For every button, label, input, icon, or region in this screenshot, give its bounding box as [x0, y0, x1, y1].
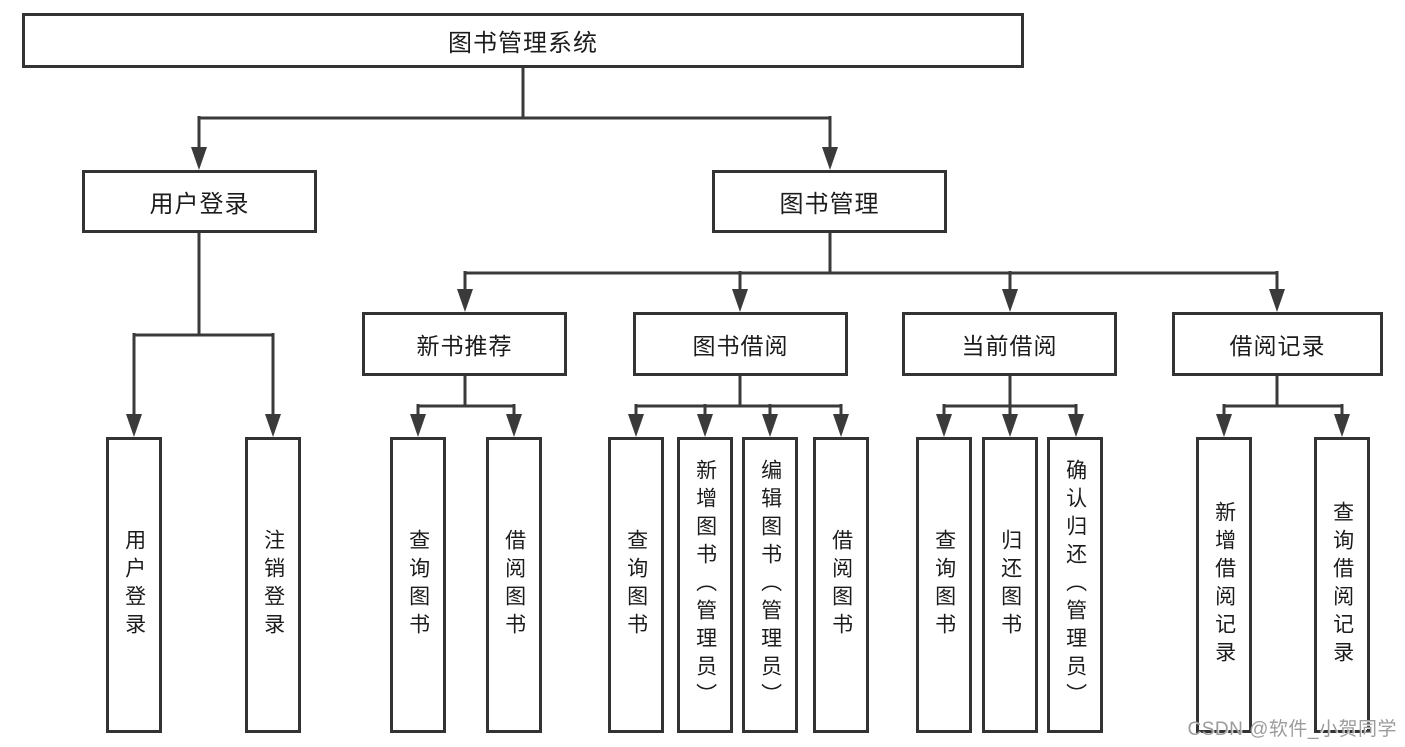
- leaf-query-borrow-record: 查询借阅记录: [1314, 437, 1370, 733]
- leaf-confirm-return-admin: 确认归还（管理员）: [1047, 437, 1103, 733]
- leaf-borrow-books-recommend: 借阅图书: [486, 437, 542, 733]
- node-label: 查询图书: [624, 529, 648, 641]
- arrow-down-icon: [506, 414, 522, 437]
- node-book-management-branch: 图书管理: [712, 170, 947, 233]
- node-label: 查询图书: [406, 529, 430, 641]
- node-borrow-records: 借阅记录: [1172, 312, 1383, 376]
- node-label: 新书推荐: [416, 333, 513, 359]
- arrow-down-icon: [936, 414, 952, 437]
- node-book-borrow: 图书借阅: [633, 312, 848, 376]
- arrow-down-icon: [265, 414, 281, 437]
- connector-path: [132, 68, 1344, 416]
- node-label: 新增借阅记录: [1212, 501, 1236, 669]
- node-label: 归还图书: [998, 529, 1022, 641]
- leaf-return-book: 归还图书: [982, 437, 1038, 733]
- arrow-down-icon: [410, 414, 426, 437]
- leaf-add-book-admin: 新增图书（管理员）: [677, 437, 733, 733]
- node-label: 用户登录: [149, 191, 250, 218]
- node-label: 当前借阅: [961, 333, 1058, 359]
- leaf-add-borrow-record: 新增借阅记录: [1196, 437, 1252, 733]
- leaf-query-books-current: 查询图书: [916, 437, 972, 733]
- leaf-borrow-books: 借阅图书: [813, 437, 869, 733]
- node-user-login-branch: 用户登录: [82, 170, 317, 233]
- arrow-down-icon: [1002, 414, 1018, 437]
- leaf-user-login: 用户登录: [106, 437, 162, 733]
- node-label: 编辑图书（管理员）: [758, 459, 782, 711]
- arrow-down-icon: [762, 414, 778, 437]
- node-library-system: 图书管理系统: [22, 13, 1024, 68]
- arrow-down-icon: [126, 414, 142, 437]
- node-label: 图书借阅: [692, 333, 789, 359]
- arrow-down-icon: [1334, 414, 1350, 437]
- arrow-down-icon: [833, 414, 849, 437]
- node-label: 注销登录: [261, 529, 285, 641]
- node-label: 新增图书（管理员）: [693, 459, 717, 711]
- node-label: 借阅图书: [502, 529, 526, 641]
- leaf-logout-login: 注销登录: [245, 437, 301, 733]
- leaf-query-books-borrow: 查询图书: [608, 437, 664, 733]
- arrow-down-icon: [628, 414, 644, 437]
- arrow-down-icon: [191, 147, 207, 170]
- node-label: 图书管理: [779, 191, 880, 218]
- node-label: 图书管理系统: [448, 30, 598, 57]
- node-label: 查询借阅记录: [1330, 501, 1354, 669]
- arrow-down-icon: [457, 289, 473, 312]
- arrow-down-icon: [1002, 289, 1018, 312]
- node-label: 借阅图书: [829, 529, 853, 641]
- arrow-down-icon: [1216, 414, 1232, 437]
- arrow-down-icon: [732, 289, 748, 312]
- arrow-down-icon: [1068, 414, 1084, 437]
- watermark: CSDN @软件_小贺同学: [1187, 719, 1397, 740]
- arrow-down-icon: [1269, 289, 1285, 312]
- arrow-down-icon: [697, 414, 713, 437]
- node-label: 确认归还（管理员）: [1063, 459, 1087, 711]
- node-label: 查询图书: [932, 529, 956, 641]
- node-new-book-recommend: 新书推荐: [362, 312, 567, 376]
- leaf-edit-book-admin: 编辑图书（管理员）: [742, 437, 798, 733]
- node-current-borrow: 当前借阅: [902, 312, 1117, 376]
- leaf-query-books-recommend: 查询图书: [390, 437, 446, 733]
- node-label: 借阅记录: [1229, 333, 1326, 359]
- node-label: 用户登录: [122, 529, 146, 641]
- arrowheads: [126, 147, 1350, 437]
- arrow-down-icon: [822, 147, 838, 170]
